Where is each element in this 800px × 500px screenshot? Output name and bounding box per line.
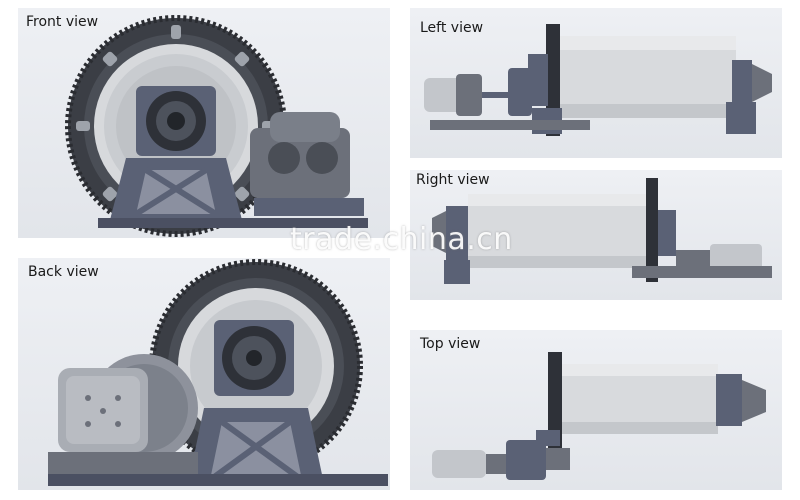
bearing-housing [446,206,468,262]
right-view-drawing [432,178,772,284]
base-plate [632,266,772,278]
left-view-drawing [424,24,772,136]
watermark-text: trade.china.cn [290,222,513,257]
top-view-label: Top view [420,336,481,352]
motor [710,244,762,270]
motor [432,450,486,478]
gear-reducer [508,68,532,116]
ring-gear [646,178,658,282]
right-view-panel: Right view [410,170,782,300]
top-view-panel: Top view [410,330,782,490]
base-plate [430,120,590,130]
left-view-label: Left view [420,20,484,36]
mill-drum [560,364,718,434]
front-view-label: Front view [26,14,99,30]
right-view-label: Right view [416,172,490,188]
bearing-housing [732,60,752,102]
bearing-housing [716,374,742,426]
base-plate [48,474,388,486]
front-view-drawing [65,15,368,237]
motor [424,78,464,112]
base-plate [98,218,368,228]
back-view-panel: Back view [18,258,390,490]
mill-drum [558,36,736,118]
back-view-label: Back view [28,264,99,280]
mill-drum [468,194,648,268]
top-view-drawing [432,352,766,480]
gear-reducer [506,440,546,480]
motor-base [48,452,198,474]
front-view-panel: Front view [18,8,390,238]
ring-gear [548,352,562,448]
left-view-panel: Left view [410,8,782,158]
back-view-drawing [48,259,388,486]
